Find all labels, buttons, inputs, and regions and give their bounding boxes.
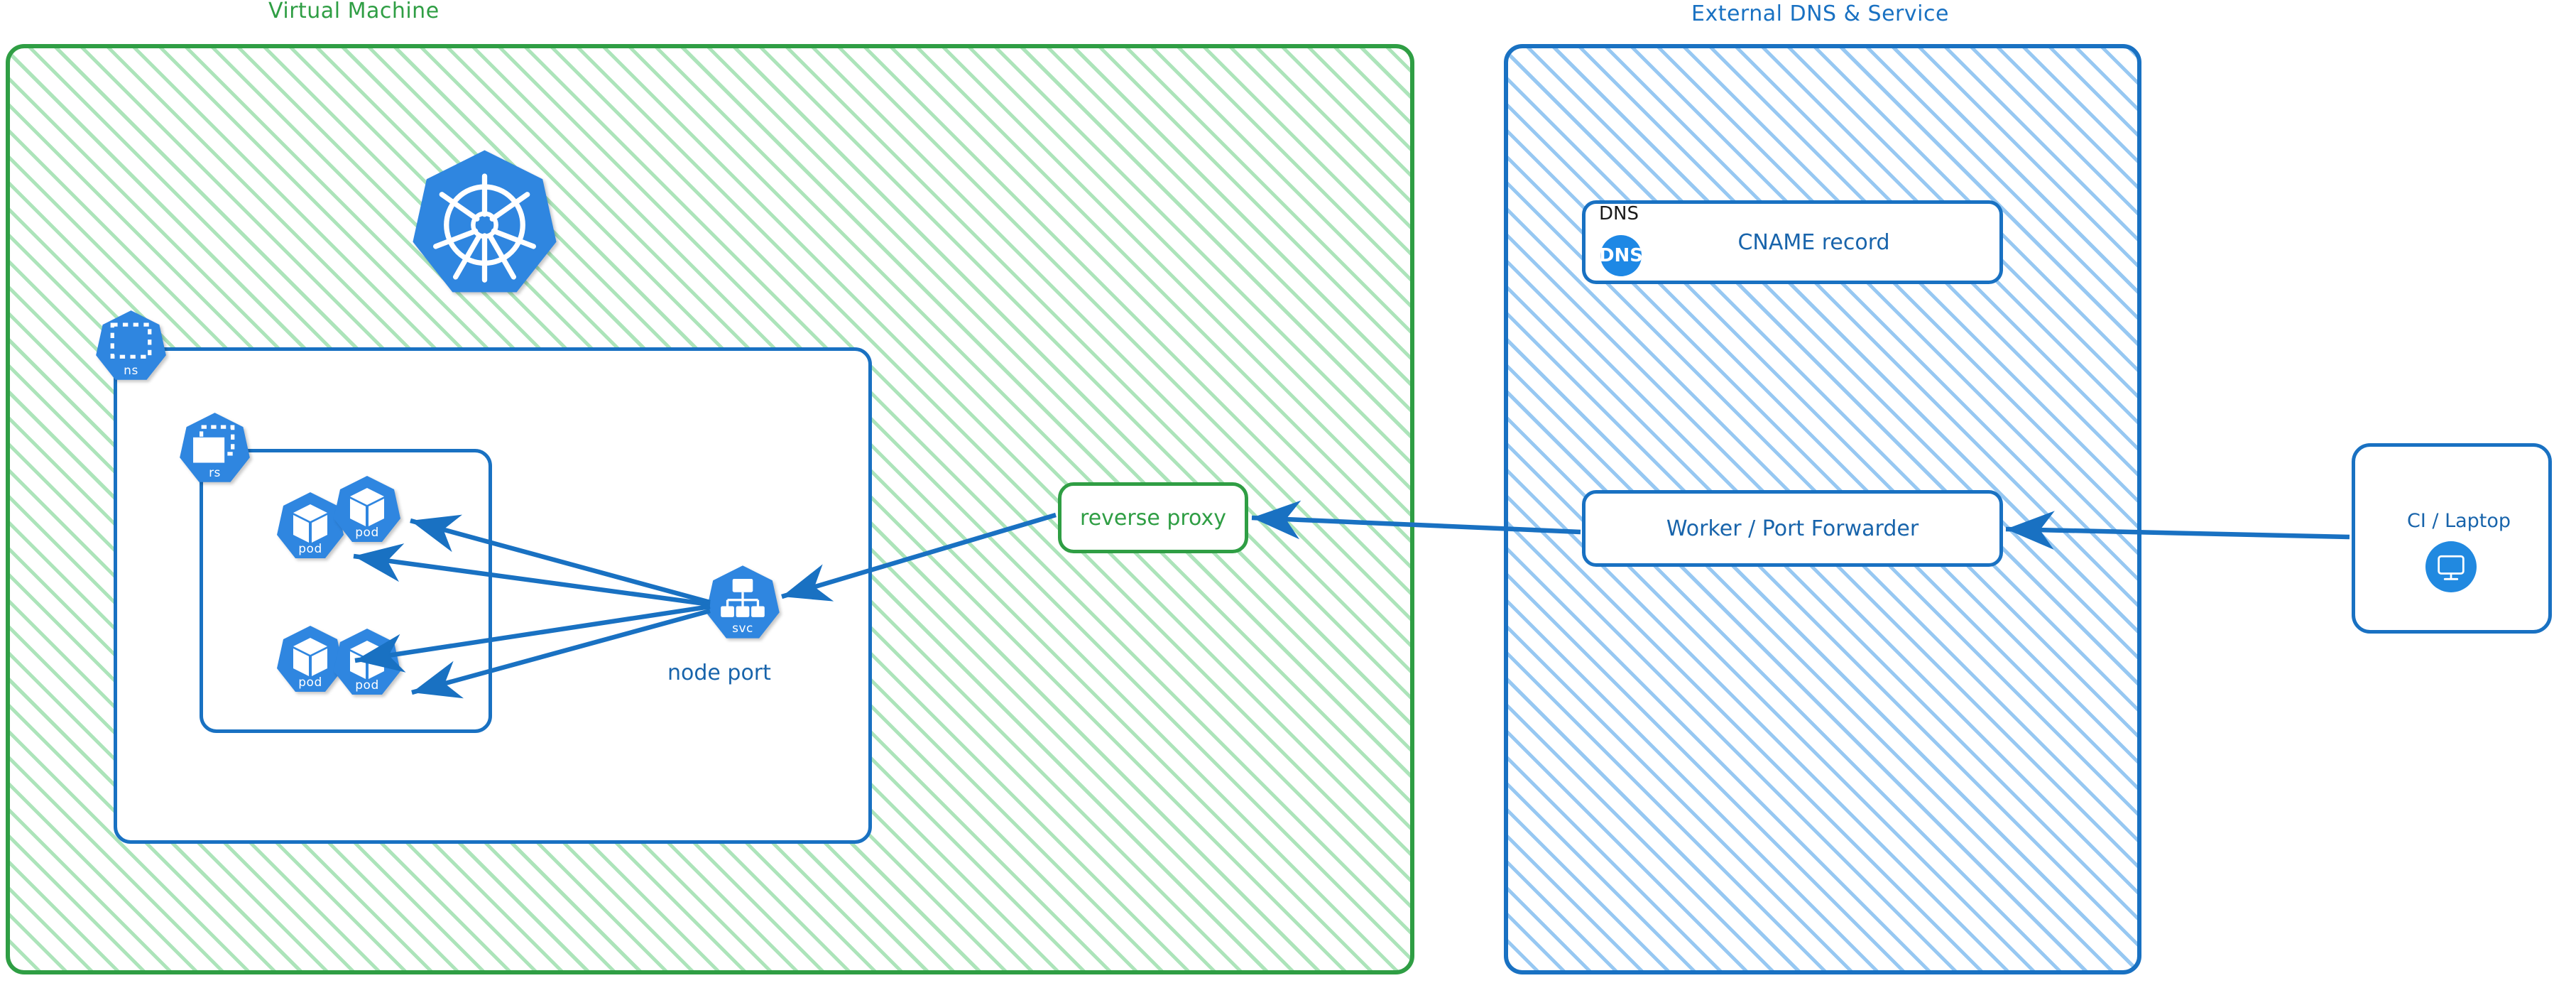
ci-laptop-box[interactable] bbox=[2352, 443, 2552, 634]
worker-port-forwarder-box[interactable]: Worker / Port Forwarder bbox=[1582, 490, 2003, 567]
zone-title-virtual-machine: Virtual Machine bbox=[268, 0, 440, 23]
k8s-pod-icon-4: pod bbox=[332, 626, 403, 697]
zone-title-external-dns-service: External DNS & Service bbox=[1691, 1, 1949, 26]
node-port-label: node port bbox=[667, 661, 771, 685]
cname-record-label: CNAME record bbox=[1737, 229, 1890, 255]
k8s-rs-icon: rs bbox=[178, 411, 252, 485]
reverse-proxy-box[interactable]: reverse proxy bbox=[1058, 482, 1248, 553]
k8s-pod-icon-3: pod bbox=[275, 624, 346, 695]
desktop-monitor-icon bbox=[2425, 541, 2477, 592]
ci-laptop-label: CI / Laptop bbox=[2407, 510, 2511, 532]
reverse-proxy-label: reverse proxy bbox=[1080, 505, 1226, 531]
worker-port-forwarder-label: Worker / Port Forwarder bbox=[1666, 516, 1919, 541]
dns-card[interactable]: CNAME record bbox=[1582, 200, 2003, 284]
kubernetes-logo-icon bbox=[408, 146, 561, 298]
dns-group-label: DNS bbox=[1599, 203, 1639, 224]
k8s-pod-icon-2: pod bbox=[332, 474, 403, 545]
k8s-ns-icon: ns bbox=[94, 308, 168, 383]
k8s-svc-icon: svc bbox=[704, 563, 782, 641]
dns-icon-label: DNS bbox=[1598, 245, 1644, 266]
dns-circle-icon: DNS bbox=[1598, 235, 1644, 276]
